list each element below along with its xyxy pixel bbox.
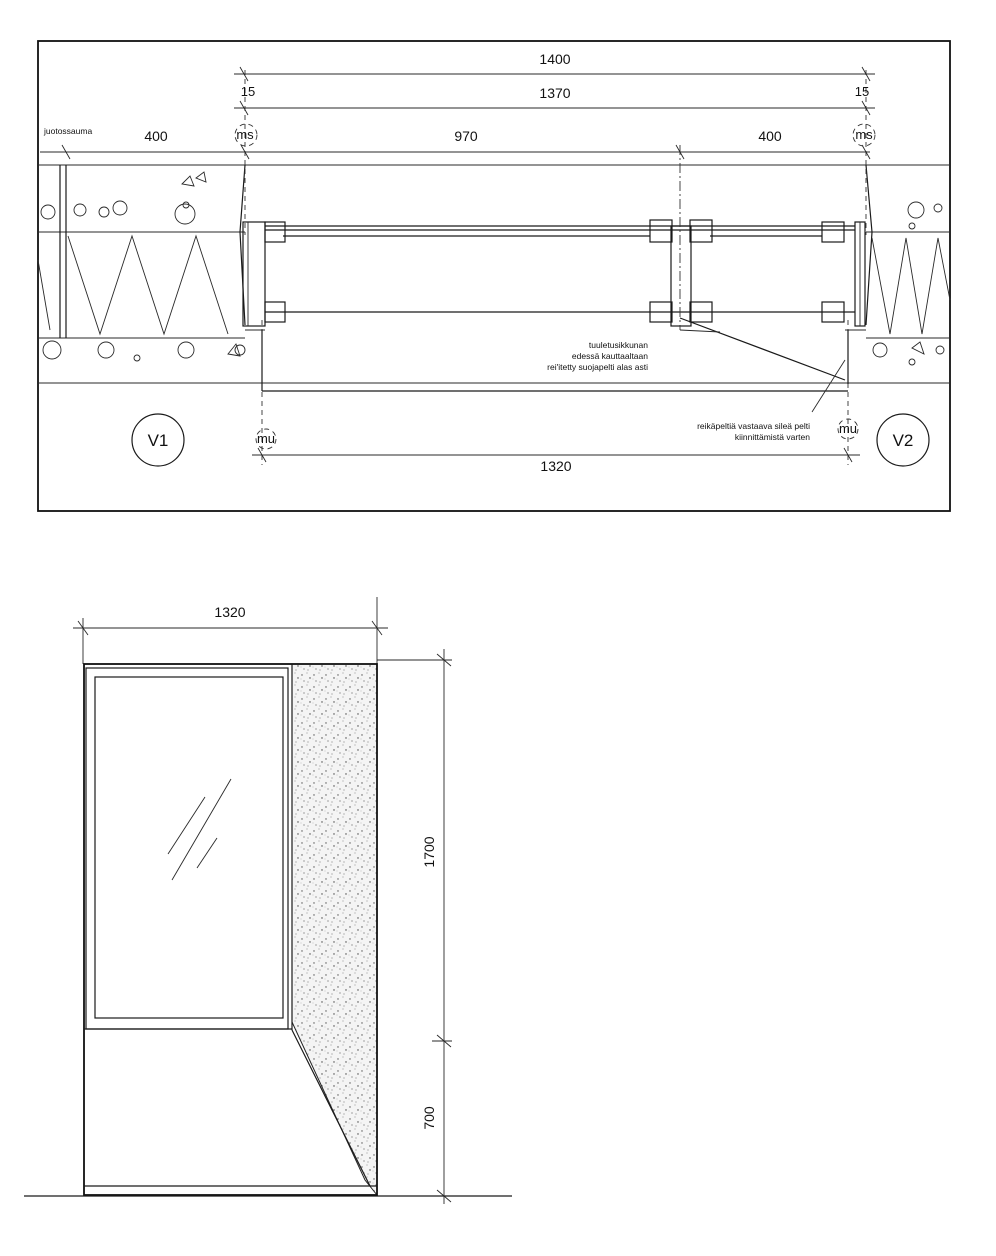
insulation-right <box>871 237 951 335</box>
vent-note-line2: edessä kauttaaltaan <box>572 351 648 361</box>
plan-frame <box>37 40 951 512</box>
wall-v2-label: V2 <box>893 431 914 450</box>
plate-note-line2: kiinnittämistä varten <box>735 432 810 442</box>
insulation-left <box>67 234 229 336</box>
elevation-view: 1320 1700 700 <box>24 597 512 1204</box>
window-profiles <box>264 219 845 327</box>
mu-label-right: mu <box>839 421 857 436</box>
vent-note-line1: tuuletusikkunan <box>589 340 648 350</box>
mu-marker-right <box>837 418 859 440</box>
dim-overall: 1400 <box>539 51 570 67</box>
dim-center-panel: 970 <box>454 128 478 144</box>
dim-right-offset: 15 <box>855 84 869 99</box>
plan-section: 1400 15 1370 15 juotossauma 400 ms 970 4… <box>37 40 951 512</box>
dim-left-panel: 400 <box>144 128 168 144</box>
mu-marker-left <box>255 428 277 450</box>
vent-note-line3: rei'itetty suojapelti alas asti <box>547 362 648 372</box>
ms-label-left: ms <box>236 127 254 142</box>
dim-left-offset: 15 <box>241 84 255 99</box>
wall-tag-v1 <box>131 413 185 467</box>
plan-dimension-lines <box>40 66 875 463</box>
glass-reflection <box>167 778 232 881</box>
ms-marker-left <box>234 123 258 147</box>
dim-bottom-width: 1320 <box>540 458 571 474</box>
concrete-aggregate <box>40 171 945 366</box>
glass-pane-outer <box>85 667 289 1030</box>
dim-right-panel: 400 <box>758 128 782 144</box>
elevation-width-label: 1320 <box>214 604 245 620</box>
wall-tag-v2 <box>876 413 930 467</box>
ms-label-right: ms <box>855 127 873 142</box>
dim-inner: 1370 <box>539 85 570 101</box>
height-lower-label: 700 <box>421 1106 437 1130</box>
door-frame <box>83 663 378 1196</box>
wall-v1-label: V1 <box>148 431 169 450</box>
joint-label: juotossauma <box>43 126 92 136</box>
glass-pane <box>94 676 284 1019</box>
height-upper-label: 1700 <box>421 836 437 867</box>
ms-marker-right <box>852 123 876 147</box>
mu-label-left: mu <box>257 431 275 446</box>
plate-note-line1: reikäpeltiä vastaava sileä pelti <box>697 421 810 431</box>
